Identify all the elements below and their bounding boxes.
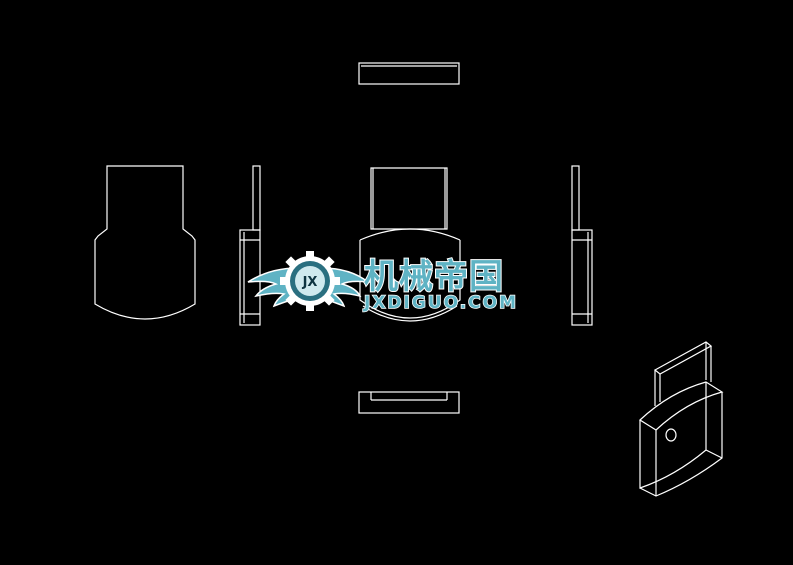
front-view-center [359,167,461,322]
top-view [358,62,460,85]
watermark-site-text: JXDIGUO.COM [363,293,518,313]
gear-icon: JX [280,251,340,311]
bottom-view [358,391,460,414]
side-view-right [571,165,593,326]
watermark-chinese-text: 机械帝国 [364,257,504,297]
watermark-logo: JX 机械帝国 JXDIGUO.COM [247,251,518,314]
side-view-left [239,165,261,326]
isometric-view [639,341,724,497]
front-view-left [94,165,196,320]
emblem-text: JX [302,275,318,290]
